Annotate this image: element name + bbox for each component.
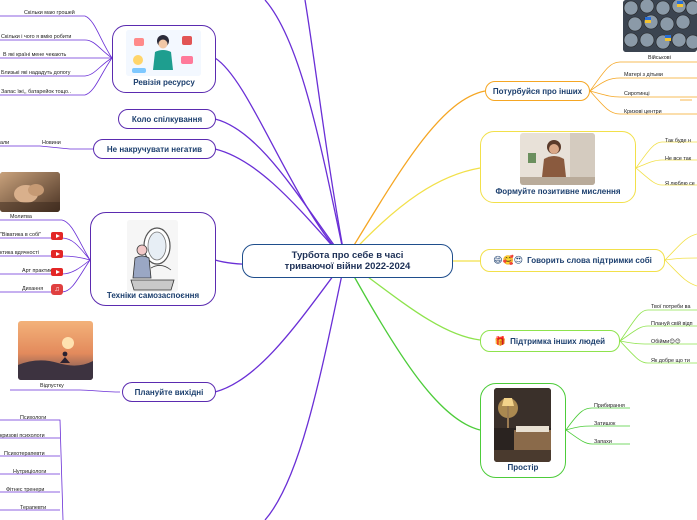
technique-item[interactable]: Дихання [22,286,44,292]
branch-care-title: Потурбуйся про інших [492,86,583,96]
branch-negative[interactable]: Не накручувати негатив [93,139,216,159]
audit-item[interactable]: Скільки маю грошей [24,10,75,16]
care-item[interactable]: Матері з дітьми [624,72,663,78]
support-item[interactable]: Обійми😊😊 [651,339,681,345]
space-item[interactable]: Запахи [594,439,612,445]
negative-item-news[interactable]: Новини [42,140,61,146]
technique-item[interactable]: "Віватика в собі" [0,232,42,238]
music-icon[interactable]: ♫ [51,284,63,295]
branch-support-title: Підтримка інших людей [510,336,606,346]
soldiers-photo [623,0,697,52]
gift-icon: 🎁 [494,335,507,346]
specialist-item[interactable]: Нутриціологи [13,469,47,475]
youtube-icon[interactable] [51,250,63,258]
youtube-icon[interactable] [51,232,63,240]
branch-positive-title: Формуйте позитивне мислення [495,187,621,196]
specialist-item[interactable]: кризові психологи [0,433,45,439]
techniques-illustration [127,220,178,292]
technique-item[interactable]: Молитва [10,214,32,220]
branch-negative-title: Не накручувати негатив [106,144,203,154]
space-item[interactable]: Затишок [594,421,616,427]
support-item[interactable]: Плануй свій відп [651,321,693,327]
audit-item[interactable]: Близькі які нададуть допогу [1,70,71,76]
positive-item[interactable]: Не все так [665,156,692,162]
specialist-item[interactable]: Психологи [20,415,47,421]
audit-illustration [126,30,201,76]
branch-care[interactable]: Потурбуйся про інших [485,81,590,101]
support-item[interactable]: Як добре що ти [651,358,690,364]
specialist-item[interactable]: Фітнес тренери [6,487,45,493]
audit-item[interactable]: Запас їжі,, батарейок тощо.. [1,89,72,95]
audit-item[interactable]: Скільки і чого я вмію робити [1,34,72,40]
support-item[interactable]: Твої потреби ва [651,304,691,310]
branch-weekend-title: Плануйте вихідні [134,387,204,397]
youtube-icon[interactable] [51,268,63,276]
central-topic[interactable]: Турбота про себе в часі триваючої війни … [242,244,453,278]
audit-item[interactable]: В які країні мене чекають [3,52,67,58]
central-topic-line1: Турбота про себе в часі [291,250,404,261]
branch-circle[interactable]: Коло спілкування [118,109,216,129]
positive-item[interactable]: Так буде н [665,138,692,144]
branch-circle-title: Коло спілкування [131,114,203,124]
branch-space-title: Простір [507,463,539,472]
branch-weekend[interactable]: Плануйте вихідні [122,382,216,402]
branch-techniques-title: Техніки самозаспоєння [106,291,200,300]
prayer-photo [0,172,60,212]
care-item[interactable]: Військові [648,55,671,61]
technique-item[interactable]: ктика вдячності [0,250,39,256]
space-item[interactable]: Прибирання [594,403,625,409]
vacation-photo [18,321,93,380]
specialist-item[interactable]: Психотерапевти [4,451,45,457]
words-emoji: 😄🥰😍 [493,255,524,265]
branch-audit-title: Ревізія ресурсу [133,78,195,87]
branch-words[interactable]: 😄🥰😍 Говорить слова підтримки собі [480,249,665,272]
specialist-item[interactable]: Терапевти [20,505,47,511]
positive-photo [520,133,595,185]
technique-item[interactable]: Арт практики [22,268,55,274]
weekend-item[interactable]: Відпустку [40,383,64,389]
negative-item-partial[interactable]: али [0,140,10,146]
central-topic-line2: триваючої війни 2022-2024 [284,261,411,272]
care-item[interactable]: Сиротинці [624,91,650,97]
care-item[interactable]: Кризові центри [624,109,662,115]
positive-item[interactable]: Я люблю се [665,181,695,187]
branch-words-title: Говорить слова підтримки собі [527,256,652,265]
branch-support[interactable]: 🎁 Підтримка інших людей [480,330,620,352]
space-photo [494,388,551,462]
